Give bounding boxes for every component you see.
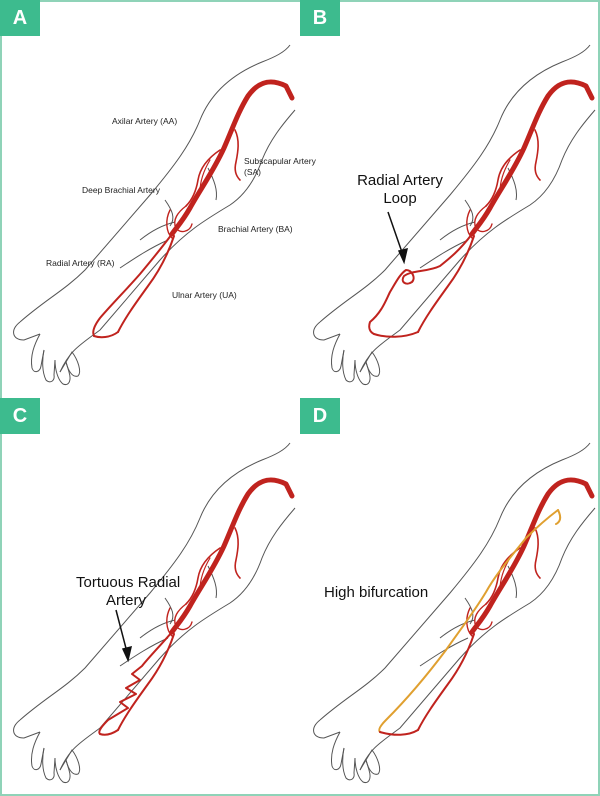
- panel-a: A Axilar Artery (AA) Subscapular Artery …: [0, 0, 300, 398]
- annotation-radial-artery-loop: Radial Artery Loop: [350, 172, 450, 208]
- annotation-line-2: Artery: [76, 592, 176, 610]
- label-subscapular-artery-abbr: (SA): [244, 167, 261, 177]
- label-brachial-artery: Brachial Artery (BA): [218, 224, 293, 234]
- annotation-line-2: Loop: [350, 190, 450, 208]
- annotation-tortuous-radial-artery: Tortuous Radial Artery: [76, 574, 176, 610]
- panel-a-arm-illustration: [0, 0, 300, 398]
- label-deep-brachial-artery: Deep Brachial Artery: [82, 185, 160, 195]
- annotation-line-1: High bifurcation: [324, 584, 428, 602]
- panel-b-arm-illustration: [300, 0, 600, 398]
- label-axillar-artery: Axilar Artery (AA): [112, 116, 177, 126]
- panel-b: B Radial Artery Loop: [300, 0, 600, 398]
- panel-c: C Tortuous Radial Artery: [0, 398, 300, 796]
- label-ulnar-artery: Ulnar Artery (UA): [172, 290, 237, 300]
- panel-d: D High bifurcation: [300, 398, 600, 796]
- label-radial-artery: Radial Artery (RA): [46, 258, 115, 268]
- annotation-line-1: Tortuous Radial: [76, 574, 176, 592]
- annotation-high-bifurcation: High bifurcation: [324, 584, 428, 602]
- annotation-line-1: Radial Artery: [350, 172, 450, 190]
